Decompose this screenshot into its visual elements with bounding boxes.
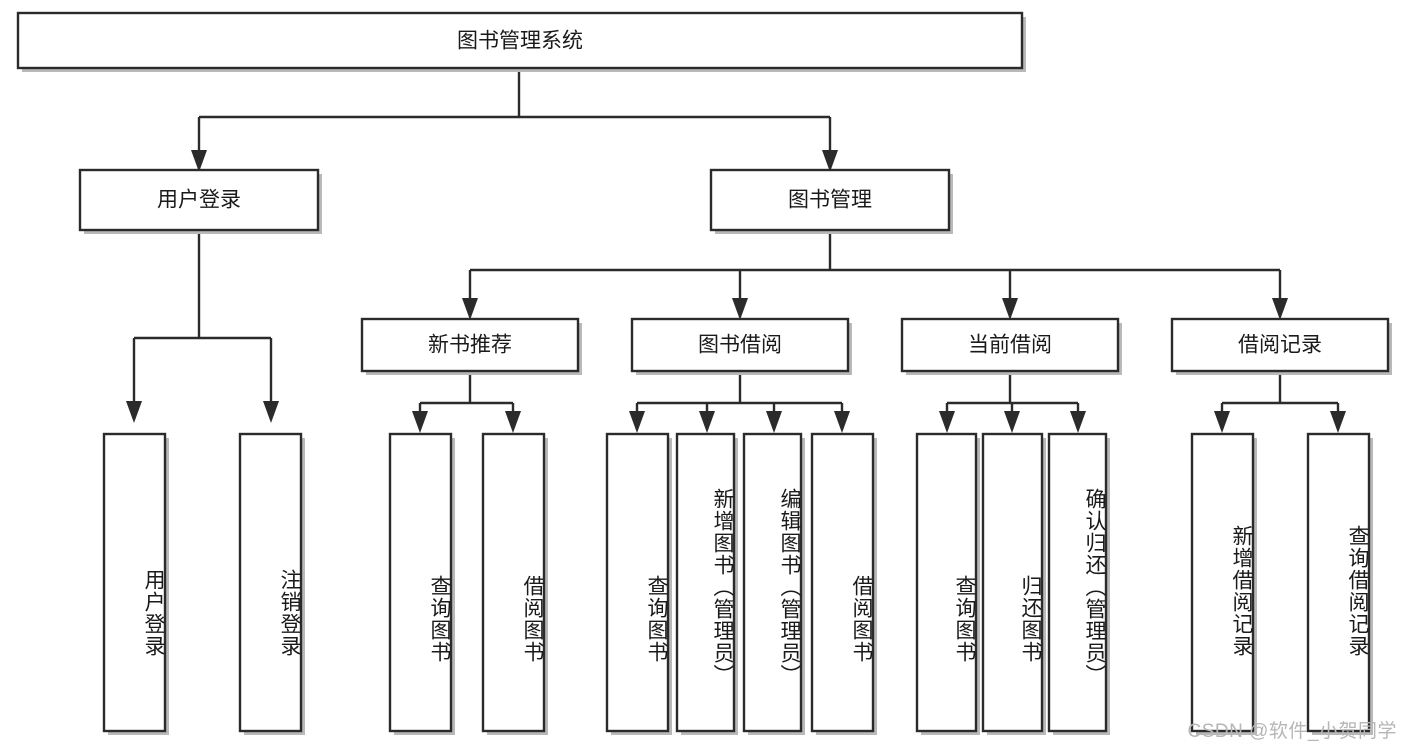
node-user-login-label: 用户登录	[157, 189, 241, 212]
arrow-leaf-cb-1	[939, 411, 955, 433]
node-leaf-query-book-2-rect	[605, 432, 670, 733]
arrow-user-login	[191, 150, 207, 172]
arrow-leaf-bb-3	[766, 411, 782, 433]
node-leaf-confirm-return-rect	[1047, 432, 1108, 733]
node-leaf-query-book-3[interactable]	[915, 432, 980, 735]
node-user-login-rect	[78, 168, 320, 232]
node-book-manage-rect	[709, 168, 951, 232]
node-current-borrow-rect	[900, 317, 1120, 373]
node-new-book-rec-rect	[360, 317, 580, 373]
arrow-current-borrow	[1002, 298, 1018, 320]
connector-group	[126, 68, 1346, 433]
arrow-leaf-cb-3	[1070, 411, 1086, 433]
node-leaf-borrow-book-1-rect	[481, 432, 546, 733]
node-leaf-query-book-3-rect	[915, 432, 978, 733]
node-leaf-add-book-rect	[675, 432, 736, 733]
arrow-new-book	[462, 298, 478, 320]
node-book-borrow-label: 图书借阅	[698, 334, 782, 357]
node-leaf-query-book-2[interactable]	[605, 432, 672, 735]
node-root-label: 图书管理系统	[457, 30, 583, 53]
node-root[interactable]: 图书管理系统	[16, 11, 1026, 72]
node-leaf-query-book-1-rect	[388, 432, 453, 733]
csdn-watermark: CSDN @软件_小贺同学	[1187, 721, 1397, 742]
arrow-book-borrow	[732, 298, 748, 320]
node-leaf-query-record-rect	[1306, 432, 1371, 733]
node-leaf-edit-book-rect	[742, 432, 803, 733]
arrow-book-manage	[822, 150, 838, 172]
node-borrow-record[interactable]: 借阅记录	[1170, 317, 1392, 375]
node-book-borrow[interactable]: 图书借阅	[630, 317, 852, 375]
node-borrow-record-label: 借阅记录	[1238, 334, 1322, 357]
node-leaf-add-record-rect	[1190, 432, 1255, 733]
node-leaf-add-record[interactable]	[1190, 432, 1257, 735]
arrow-leaf-nb-2	[505, 411, 521, 433]
node-leaf-borrow-book-2-rect	[810, 432, 875, 733]
node-root-rect	[16, 11, 1024, 70]
node-new-book-rec-label: 新书推荐	[428, 334, 512, 357]
arrow-leaf-nb-1	[412, 411, 428, 433]
arrow-leaf-user-login	[126, 401, 142, 423]
node-leaf-borrow-book-2[interactable]	[810, 432, 877, 735]
node-leaf-user-login[interactable]	[102, 432, 169, 735]
node-book-manage[interactable]: 图书管理	[709, 168, 953, 234]
arrow-borrow-record	[1272, 298, 1288, 320]
arrow-leaf-cb-2	[1004, 411, 1020, 433]
arrow-leaf-bb-4	[834, 411, 850, 433]
arrow-leaf-logout	[263, 401, 279, 423]
node-leaf-return-book[interactable]	[981, 432, 1046, 735]
node-book-manage-label: 图书管理	[788, 189, 872, 212]
node-book-borrow-rect	[630, 317, 850, 373]
node-leaf-borrow-book-1[interactable]	[481, 432, 548, 735]
node-user-login[interactable]: 用户登录	[78, 168, 322, 234]
node-leaf-logout-login-rect	[238, 432, 303, 733]
node-leaf-user-login-rect	[102, 432, 167, 733]
node-current-borrow[interactable]: 当前借阅	[900, 317, 1122, 375]
node-leaf-add-book[interactable]	[675, 432, 738, 735]
node-current-borrow-label: 当前借阅	[968, 334, 1052, 357]
arrow-leaf-bb-2	[699, 411, 715, 433]
arrow-leaf-bb-1	[629, 411, 645, 433]
node-leaf-confirm-return[interactable]	[1047, 432, 1110, 735]
node-leaf-query-record[interactable]	[1306, 432, 1373, 735]
arrow-leaf-br-2	[1330, 411, 1346, 433]
node-leaf-logout-login[interactable]	[238, 432, 305, 735]
node-leaf-query-book-1[interactable]	[388, 432, 455, 735]
node-borrow-record-rect	[1170, 317, 1390, 373]
node-leaf-return-book-rect	[981, 432, 1044, 733]
node-leaf-edit-book[interactable]	[742, 432, 805, 735]
arrow-leaf-br-1	[1214, 411, 1230, 433]
node-new-book-rec[interactable]: 新书推荐	[360, 317, 582, 375]
